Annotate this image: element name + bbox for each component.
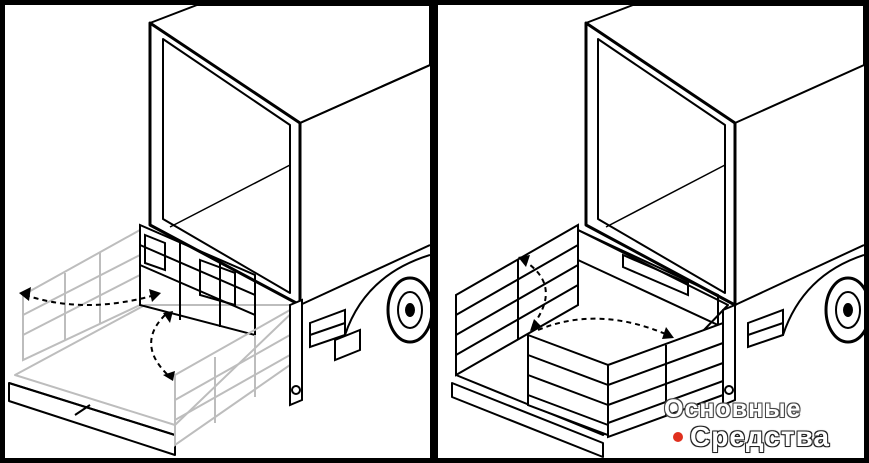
right-illustration-panel (438, 5, 864, 458)
motion-arrows (24, 294, 171, 378)
tail-lift-erected-diagram (451, 5, 864, 458)
wheel-arch (747, 254, 864, 349)
left-illustration-panel (5, 5, 430, 458)
arrowheads (518, 255, 674, 339)
motion-arrows (522, 259, 669, 336)
left-gate-ghost (22, 228, 141, 362)
watermark-dot-icon (673, 432, 683, 442)
tail-lift-folding-diagram (8, 5, 430, 456)
hinge-post (289, 298, 303, 407)
wheel-arch (309, 254, 430, 362)
watermark-line2: Средства (690, 421, 831, 452)
left-gate-erected (455, 223, 579, 377)
rear-gate-folded (139, 223, 256, 337)
lift-platform-ghost (8, 304, 301, 456)
arrowheads (19, 287, 175, 381)
hinge-post (722, 303, 736, 407)
watermark-line1: Основные (664, 395, 802, 423)
